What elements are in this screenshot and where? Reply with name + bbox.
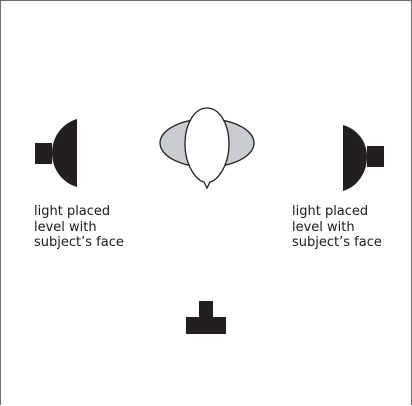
- left-light-icon: [35, 119, 77, 187]
- left-light-caption: light placed level with subject’s face: [34, 204, 124, 250]
- right-light-caption: light placed level with subject’s face: [292, 204, 382, 250]
- subject-icon: [159, 107, 255, 190]
- camera-icon: [186, 301, 226, 334]
- right-light-icon: [343, 125, 384, 191]
